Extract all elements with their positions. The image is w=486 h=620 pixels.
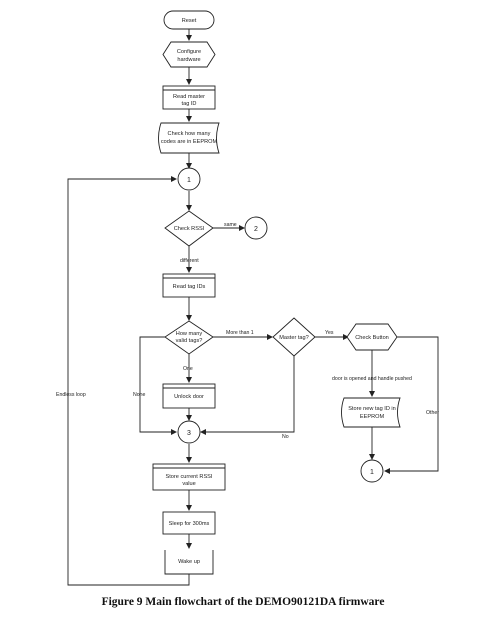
node-reset: Reset	[163, 10, 215, 30]
node-unlock-door: Unlock door	[162, 383, 216, 409]
connector-label: 1	[370, 469, 374, 476]
edge-label-door-opened: door is opened and handle pushed	[332, 376, 412, 382]
node-label: Check how many	[168, 131, 211, 137]
flow-lines	[67, 29, 439, 586]
figure-caption: Figure 9 Main flowchart of the DEMO90121…	[101, 596, 385, 608]
node-label: Unlock door	[174, 394, 204, 400]
decision-how-many-valid-tags: How many valid tags?	[164, 320, 214, 355]
node-configure-hardware: Configure hardware	[162, 41, 216, 68]
node-store-tag-eeprom: Store new tag ID in EEPROM	[341, 397, 401, 428]
node-wake-up: Wake up	[164, 550, 214, 575]
node-label: Check RSSI	[174, 226, 205, 232]
edge-label-one: One	[183, 366, 193, 372]
connector-label: 2	[254, 226, 258, 233]
node-read-master-tag: Read master tag ID	[162, 85, 216, 110]
node-label: Reset	[182, 18, 197, 24]
connector-label: 1	[187, 177, 191, 184]
node-label: codes are in EEPROM	[161, 139, 218, 145]
connector-2: 2	[244, 216, 268, 240]
node-check-codes-eeprom: Check how many codes are in EEPROM	[158, 122, 220, 154]
edge-label-no: No	[282, 434, 289, 440]
edge-label-endless-loop: Endless loop	[56, 392, 86, 398]
node-label: How many	[176, 331, 203, 337]
node-label: Check Button	[355, 335, 389, 341]
node-sleep: Sleep for 300ms	[162, 511, 216, 535]
edge-label-yes: Yes	[325, 330, 334, 336]
node-label: value	[182, 481, 195, 487]
node-label: Store new tag ID in	[348, 406, 396, 412]
node-check-button: Check Button	[346, 323, 398, 351]
node-label: Wake up	[178, 559, 200, 565]
node-label: Store current RSSI	[166, 474, 213, 480]
node-read-tag-ids: Read tag IDs	[162, 273, 216, 298]
edge-label-other: Other	[426, 410, 439, 416]
node-store-rssi: Store current RSSI value	[152, 463, 226, 491]
edge-label-none: None	[133, 392, 146, 398]
node-label: valid tags?	[176, 338, 203, 344]
edge-label-different: different	[180, 258, 199, 264]
decision-master-tag: Master tag?	[272, 317, 316, 357]
connector-label: 3	[187, 430, 191, 437]
decision-check-rssi: Check RSSI	[164, 210, 214, 247]
node-label: Sleep for 300ms	[169, 521, 210, 527]
node-label: Configure	[177, 49, 201, 55]
connector-1-bottom: 1	[360, 459, 384, 483]
node-label: EEPROM	[360, 414, 385, 420]
edge-label-more-than-1: More than 1	[226, 330, 254, 336]
node-label: Read tag IDs	[173, 284, 206, 290]
node-label: tag ID	[182, 101, 197, 107]
node-label: hardware	[177, 57, 200, 63]
connector-3: 3	[177, 420, 201, 444]
flowchart-diagram: Reset Configure hardware Read master tag…	[56, 10, 439, 586]
node-label: Master tag?	[279, 335, 309, 341]
connector-1-top: 1	[177, 167, 201, 191]
edge-label-same: same	[224, 222, 237, 228]
node-label: Read master	[173, 94, 205, 100]
